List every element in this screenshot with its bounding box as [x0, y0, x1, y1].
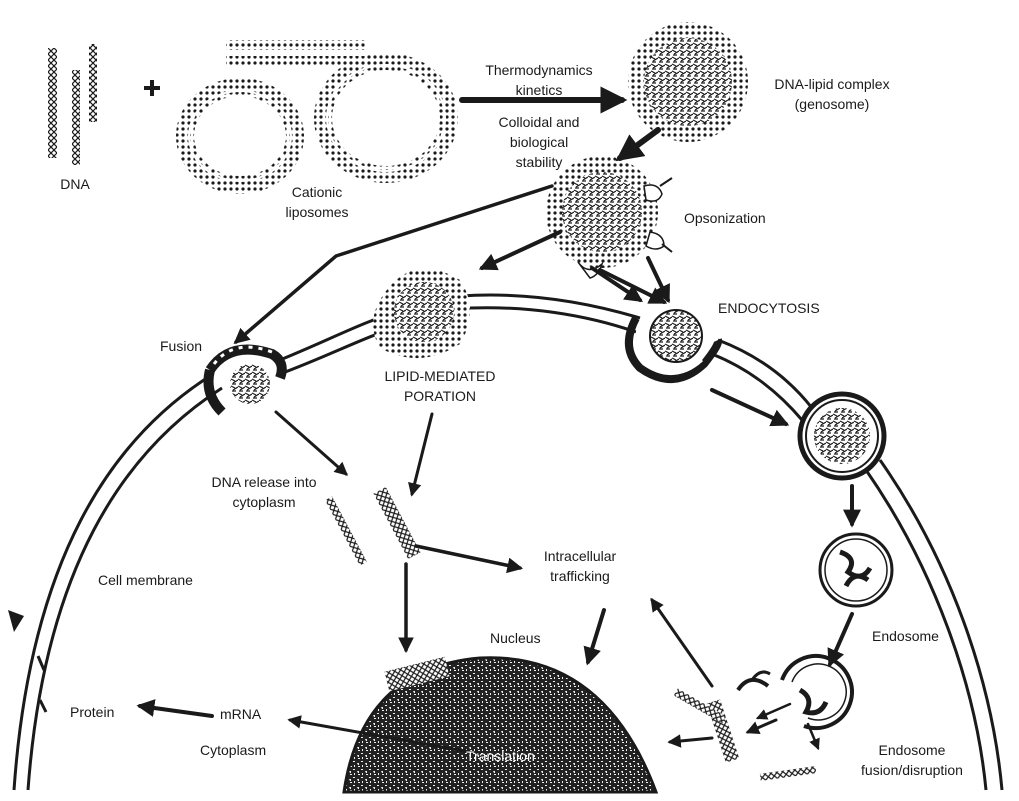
cationic-liposomes-line-2: liposomes [262, 202, 372, 222]
arrow-poration-release-icon [412, 414, 432, 494]
intracellular-trafficking-label: Intracellular trafficking [520, 546, 640, 586]
dna-strands-icon [48, 44, 97, 165]
fusion-site-icon [209, 347, 282, 412]
arrow-vesicle-inward-icon [712, 390, 786, 424]
small-arrowhead-icon [8, 610, 24, 632]
thermodynamics-line-2: kinetics [464, 80, 614, 100]
thermodynamics-line-1: Thermodynamics [464, 60, 614, 80]
lipid-bilayer-strip-icon [226, 40, 366, 66]
arrow-to-trafficking-icon [416, 546, 520, 568]
fusion-label: Fusion [160, 336, 202, 356]
cationic-liposomes-line-1: Cationic [262, 182, 372, 202]
genosome-icon [628, 22, 748, 142]
dna-label: DNA [52, 174, 98, 194]
poration-line-2: PORATION [360, 386, 520, 406]
endosome-label: Endosome [872, 626, 939, 646]
endosome-fusion-line-1: Endosome [852, 740, 972, 760]
translation-label: Translation [466, 746, 535, 766]
arrow-mrna-protein-icon [140, 706, 212, 716]
poration-genosome-icon [373, 269, 470, 358]
arrow-to-opsonization-icon [620, 130, 658, 158]
trafficking-line-2: trafficking [520, 566, 640, 586]
mrna-label: mRNA [220, 704, 261, 724]
dna-release-line-1: DNA release into [196, 472, 332, 492]
protein-label: Protein [70, 702, 114, 722]
internalized-vesicle-icon [800, 394, 884, 478]
opsonization-label: Opsonization [684, 208, 766, 228]
arrow-disruption-nucleus-icon [670, 738, 712, 742]
dna-lipid-complex-label: DNA-lipid complex (genosome) [750, 74, 914, 114]
endosome-icon [820, 534, 892, 606]
arrow-disruption-trafficking-icon [652, 600, 712, 686]
cationic-liposome-icon [314, 53, 458, 183]
thermodynamics-label: Thermodynamics kinetics [464, 60, 614, 100]
nucleus-icon [344, 657, 656, 792]
colloidal-line-3: stability [464, 152, 614, 172]
released-dna-icon [325, 487, 420, 566]
cell-membrane-label: Cell membrane [98, 570, 193, 590]
endosome-disruption-icon [674, 656, 852, 781]
opsonized-genosome-icon [546, 156, 672, 278]
arrow-to-disruption-icon [830, 614, 852, 664]
colloidal-line-2: biological [464, 132, 614, 152]
arrow-to-poration-icon [482, 232, 560, 268]
trafficking-line-1: Intracellular [520, 546, 640, 566]
arrow-to-endocytosis-3-icon [592, 268, 640, 300]
poration-line-1: LIPID-MEDIATED [360, 366, 520, 386]
cationic-liposomes-label: Cationic liposomes [262, 182, 372, 222]
dna-lipid-complex-line-2: (genosome) [750, 94, 914, 114]
endocytosis-vesicle-icon [629, 310, 718, 379]
nucleus-label: Nucleus [490, 628, 541, 648]
cationic-liposome-icon [176, 78, 304, 194]
arrow-trafficking-nucleus-icon [588, 610, 604, 662]
colloidal-stability-label: Colloidal and biological stability [464, 112, 614, 172]
dna-release-label: DNA release into cytoplasm [196, 472, 332, 512]
colloidal-line-1: Colloidal and [464, 112, 614, 132]
lipid-mediated-poration-label: LIPID-MEDIATED PORATION [360, 366, 520, 406]
arrow-fusion-release-icon [276, 412, 346, 474]
arrow-disruption-out-icon [748, 720, 776, 732]
endocytosis-label: ENDOCYTOSIS [718, 298, 820, 318]
dna-lipid-complex-line-1: DNA-lipid complex [750, 74, 914, 94]
cytoplasm-label: Cytoplasm [200, 740, 266, 760]
arrow-disruption-out-2-icon [758, 704, 790, 718]
endosome-fusion-label: Endosome fusion/disruption [852, 740, 972, 780]
dna-release-line-2: cytoplasm [196, 492, 332, 512]
plus-icon [144, 80, 160, 96]
endosome-fusion-line-2: fusion/disruption [852, 760, 972, 780]
